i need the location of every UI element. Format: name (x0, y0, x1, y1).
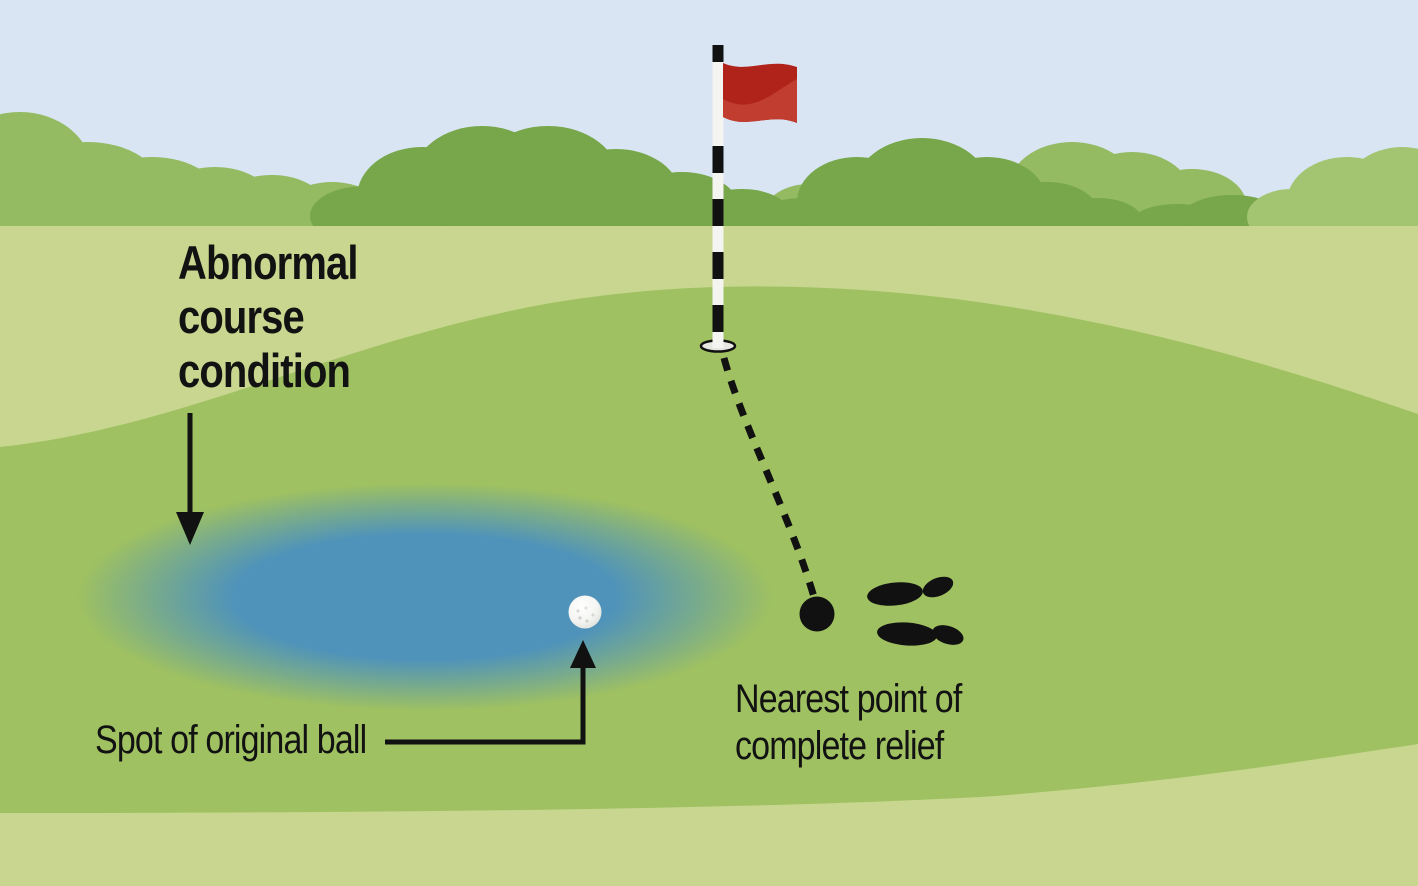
nearest-point-label-line1: Nearest point of (735, 677, 962, 721)
abnormal-condition-label-line1: Abnormal (178, 236, 359, 289)
bushes-right-pale-icon (1247, 147, 1418, 226)
ball-pointer-arrow-icon (385, 640, 596, 745)
abnormal-condition-label-line2: course (178, 290, 305, 343)
footprints-icon (867, 576, 964, 646)
horizon-bushes (0, 112, 1418, 226)
abnormal-condition-water-patch (77, 483, 773, 711)
abnormal-condition-label: Abnormal course condition (178, 236, 359, 398)
condition-arrow-icon (176, 413, 204, 545)
flag-icon (723, 63, 797, 123)
dashed-relief-line (720, 357, 818, 598)
golf-ball (568, 595, 602, 629)
original-ball-spot-label: Spot of original ball (95, 718, 367, 762)
abnormal-condition-label-line3: condition (178, 344, 351, 397)
nearest-point-label: Nearest point of complete relief (735, 676, 962, 770)
nearest-point-dot (799, 596, 835, 632)
bushes-front-dark-icon (310, 126, 1418, 226)
nearest-point-label-line2: complete relief (735, 724, 944, 768)
